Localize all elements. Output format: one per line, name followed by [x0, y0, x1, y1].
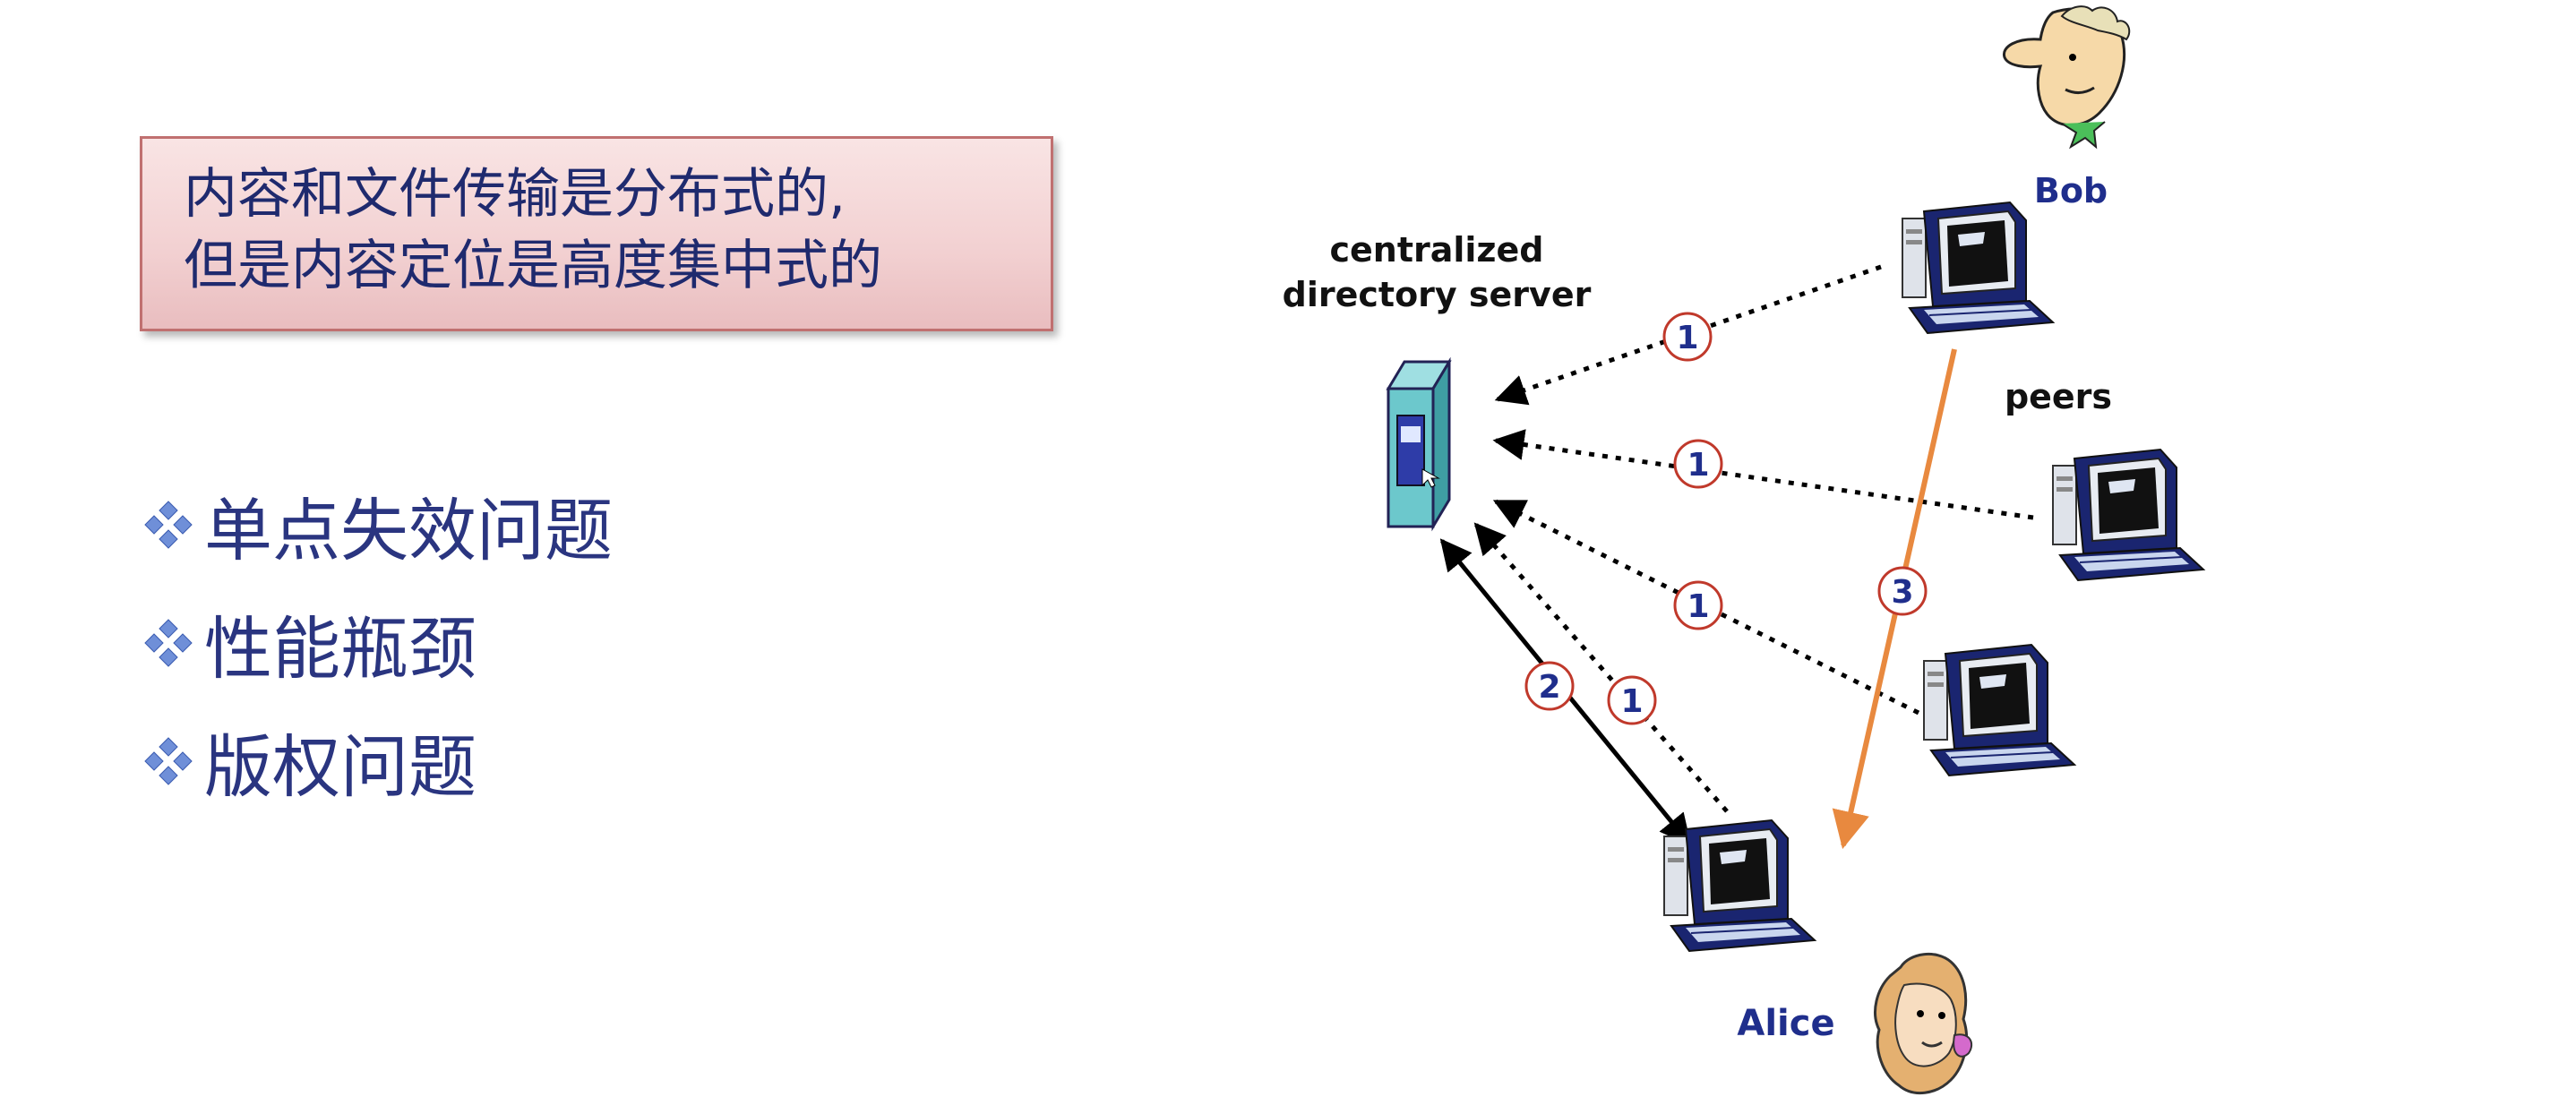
bullet-item: 版权问题: [140, 702, 613, 820]
bullet-text: 单点失效问题: [204, 491, 613, 570]
query-arrow-peer2: [1492, 429, 2034, 520]
computer-icon-bob: [1902, 201, 2054, 334]
bob-label: Bob: [2034, 171, 2108, 210]
alice-face-icon: [1874, 952, 1973, 1095]
alice-label: Alice: [1737, 1003, 1834, 1044]
bullet-list: 单点失效问题 性能瓶颈 版权问题: [140, 466, 613, 820]
step-1-label: 1: [1676, 320, 1698, 356]
computer-icon-peer2: [2052, 449, 2204, 581]
computer-icon-alice: [1663, 819, 1816, 952]
bullet-item: 单点失效问题: [140, 466, 613, 584]
query-arrow-peer3: [1492, 499, 1920, 716]
step-1-label: 1: [1620, 683, 1643, 720]
step-3-marker: 3: [1877, 566, 1928, 616]
step-2-label: 2: [1538, 669, 1560, 706]
step-1-marker-bob: 1: [1662, 312, 1713, 362]
query-arrow-alice: [1473, 522, 1729, 813]
diamond-bullet-icon: [144, 501, 193, 549]
step-1-marker-peer2: 1: [1673, 439, 1723, 489]
step-1-marker-peer3: 1: [1673, 580, 1723, 630]
step-2-marker: 2: [1524, 661, 1575, 711]
diamond-bullet-icon: [144, 619, 193, 667]
step-1-label: 1: [1687, 447, 1709, 484]
callout-line-2: 但是内容定位是高度集中式的: [184, 235, 882, 297]
step-3-label: 3: [1891, 574, 1913, 611]
callout-box: 内容和文件传输是分布式的, 但是内容定位是高度集中式的: [140, 136, 1053, 331]
step-1-label: 1: [1687, 588, 1709, 625]
callout-line-1: 内容和文件传输是分布式的,: [184, 163, 846, 226]
bob-face-icon: [2003, 5, 2131, 150]
bullet-text: 版权问题: [204, 727, 477, 807]
peers-label: peers: [2005, 377, 2112, 416]
diamond-bullet-icon: [144, 737, 193, 785]
server-label-line-1: centralized: [1329, 230, 1543, 270]
bullet-item: 性能瓶颈: [140, 584, 613, 702]
computer-icon-peer3: [1923, 644, 2075, 776]
server-label-line-2: directory server: [1283, 275, 1592, 314]
step-1-marker-alice: 1: [1607, 675, 1657, 725]
bullet-text: 性能瓶颈: [204, 609, 477, 689]
directory-server-icon: [1386, 356, 1452, 532]
